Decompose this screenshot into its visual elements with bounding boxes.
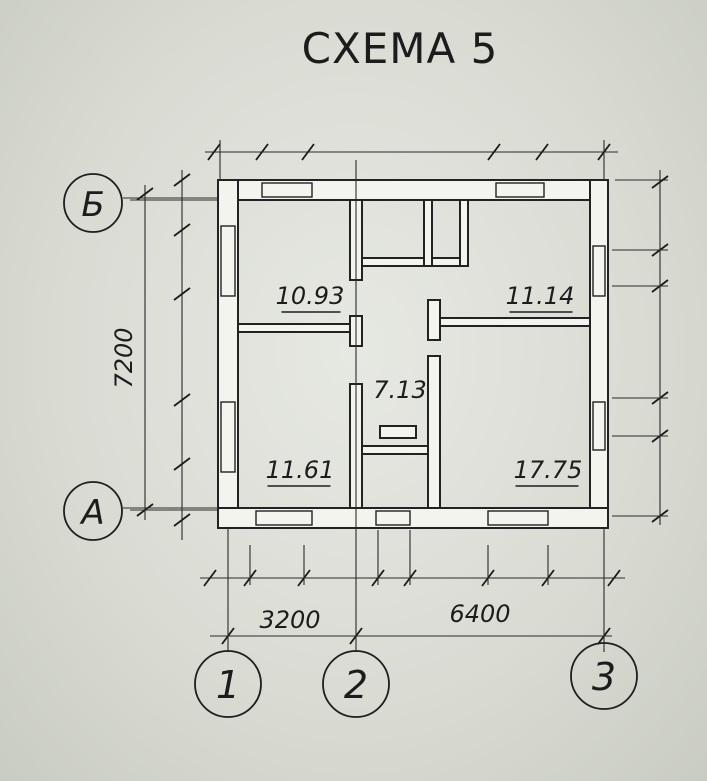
svg-text:3: 3 [592,655,616,699]
svg-text:А: А [79,493,104,533]
right-dimension-chain [612,170,669,525]
room-area-label: 17.75 [514,456,583,484]
axis-marker-col-2: 2 [322,650,390,718]
windows [220,182,606,526]
left-dimension-chains: 7200 [110,170,218,540]
axis-marker-row-a: А [63,481,123,541]
room-labels: 10.93 11.14 7.13 11.61 17.75 [266,282,583,487]
svg-text:1: 1 [216,663,240,707]
axis-marker-col-1: 1 [194,650,262,718]
axis-lines [123,160,605,652]
axis-marker-row-b: Б [63,173,123,233]
room-area-label: 7.13 [373,376,426,404]
room-area-label: 10.93 [276,282,345,310]
drawing-title: СХЕМА 5 [302,24,499,73]
dimension-span-2-3: 6400 [449,600,510,628]
top-dimension-chain [205,140,618,180]
room-area-label: 11.61 [266,456,335,484]
svg-text:2: 2 [344,663,368,707]
room-area-label: 11.14 [506,282,575,310]
dimension-span-1-2: 3200 [259,606,320,634]
axis-marker-col-3: 3 [570,642,638,710]
dimension-height-total: 7200 [110,327,138,388]
svg-text:Б: Б [81,185,104,225]
bottom-dimension-chains: 3200 6400 [200,530,625,645]
